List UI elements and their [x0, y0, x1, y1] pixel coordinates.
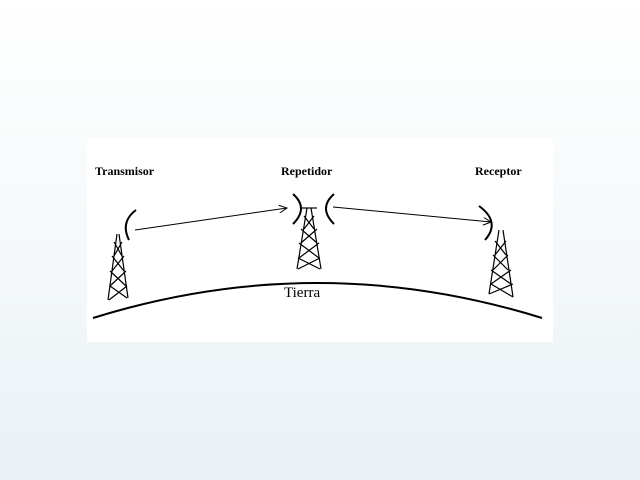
earth-curve [92, 282, 543, 319]
receiver-tower [488, 229, 514, 298]
receiver-dish [478, 205, 493, 241]
receiver-label: Receptor [475, 164, 522, 178]
repeater-tower [296, 207, 322, 270]
microwave-link-diagram: Transmisor Repetidor Receptor Tierra [87, 138, 553, 342]
repeater-label: Repetidor [281, 164, 333, 178]
transmitter-dish [124, 209, 137, 241]
signal-arrow-transmitter-to-repeater [134, 208, 287, 231]
transmitter-tower [107, 233, 129, 301]
signal-arrow-repeater-to-receiver [332, 206, 491, 222]
transmitter-label: Transmisor [95, 164, 155, 178]
repeater-dish-right [325, 193, 335, 225]
repeater-dish-left [292, 193, 302, 225]
diagram-drawing [92, 193, 543, 319]
ground-label: Tierra [284, 285, 321, 301]
